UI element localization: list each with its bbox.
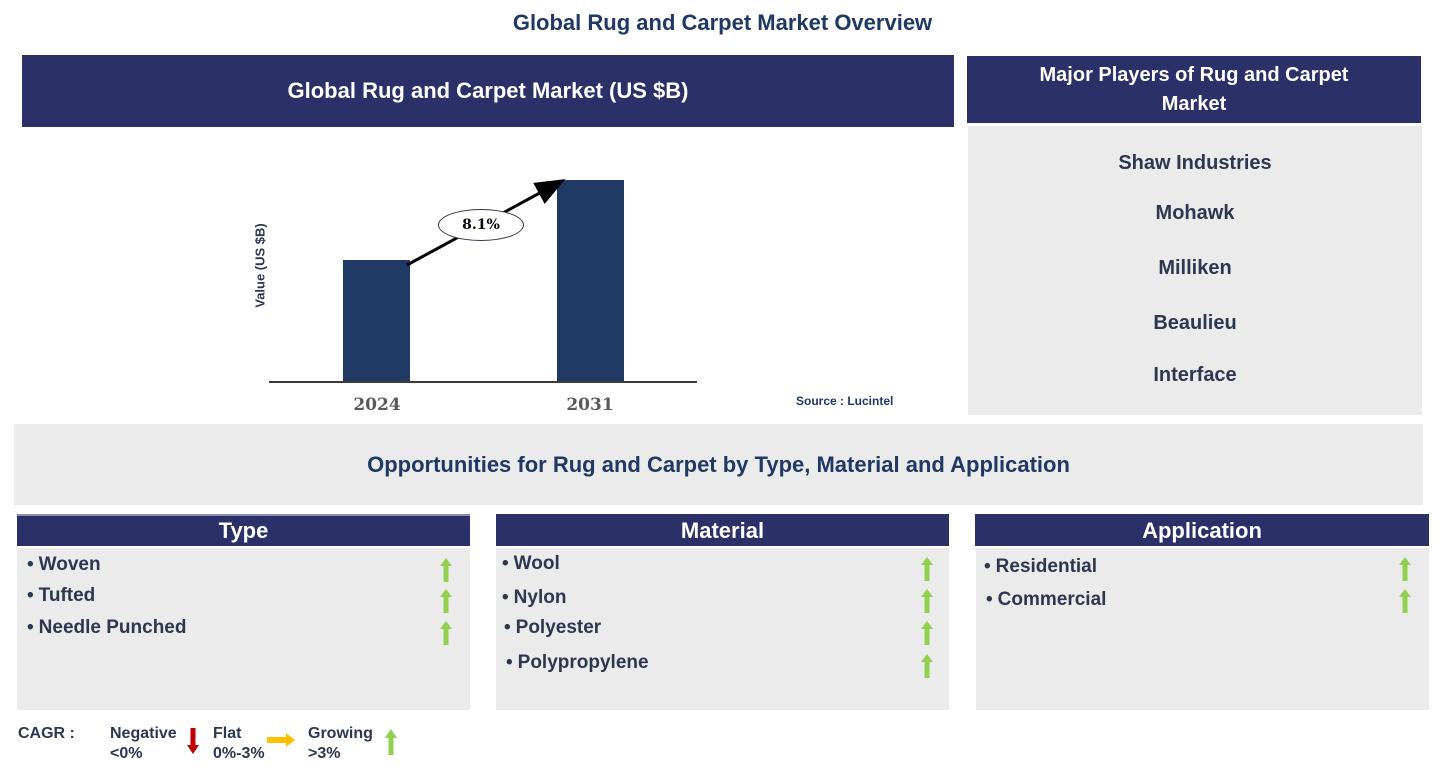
growth-up-arrow-icon (921, 557, 933, 581)
page-title: Global Rug and Carpet Market Overview (512, 10, 933, 35)
segment-header: Type (17, 514, 470, 546)
segment-material: Material •Wool •Nylon •Polyester •Polypr… (496, 514, 949, 710)
bar-2024 (343, 260, 410, 381)
segment-item: •Commercial (986, 589, 1107, 610)
player-item: Milliken (1158, 257, 1232, 279)
growth-up-arrow-icon (921, 621, 933, 645)
segment-item: •Nylon (502, 587, 567, 608)
x-tick-2031: 2031 (566, 395, 614, 415)
segment-item: •Polyester (504, 617, 602, 638)
source-note: Source : Lucintel (796, 394, 894, 408)
segment-body: •Wool •Nylon •Polyester •Polypropylene (496, 548, 949, 710)
segment-application: Application •Residential •Commercial (975, 514, 1429, 710)
growth-up-arrow-icon (440, 558, 452, 582)
player-item: Beaulieu (1153, 312, 1237, 334)
negative-down-arrow-icon (187, 728, 199, 754)
segment-item: •Polypropylene (506, 652, 649, 673)
x-axis-line (269, 381, 697, 383)
bar-2031 (557, 180, 624, 381)
flat-right-arrow-icon (267, 733, 295, 747)
player-item: Mohawk (1155, 202, 1235, 224)
growth-up-arrow-icon (440, 621, 452, 645)
legend-growing: Growing >3% (308, 725, 373, 762)
segment-item: •Woven (27, 554, 101, 575)
opportunities-banner: Opportunities for Rug and Carpet by Type… (14, 424, 1423, 505)
segment-header: Material (496, 514, 949, 546)
legend-label: CAGR : (18, 725, 75, 742)
segment-header: Application (975, 514, 1429, 546)
growth-up-arrow-icon (440, 589, 452, 613)
legend-negative: Negative <0% (110, 725, 177, 762)
growth-up-arrow-icon (921, 589, 933, 613)
player-item: Shaw Industries (1118, 152, 1272, 174)
x-tick-2024: 2024 (353, 395, 401, 415)
market-chart-header: Global Rug and Carpet Market (US $B) (22, 55, 954, 127)
growing-up-arrow-icon (385, 729, 397, 755)
segment-type: Type •Woven •Tufted •Needle Punched (17, 514, 470, 710)
major-players-list: Shaw Industries Mohawk Milliken Beaulieu… (968, 126, 1422, 415)
major-players-header: Major Players of Rug and Carpet Market (967, 56, 1421, 123)
segment-item: •Tufted (27, 585, 96, 606)
player-item: Interface (1153, 364, 1237, 386)
segment-body: •Woven •Tufted •Needle Punched (17, 548, 470, 710)
segment-item: •Wool (502, 553, 560, 574)
growth-up-arrow-icon (1399, 557, 1411, 581)
segment-item: •Needle Punched (27, 617, 187, 638)
growth-up-arrow-icon (1399, 589, 1411, 613)
segment-body: •Residential •Commercial (976, 548, 1429, 710)
legend-flat: Flat 0%-3% (213, 725, 265, 762)
growth-up-arrow-icon (921, 654, 933, 678)
segment-item: •Residential (984, 556, 1098, 577)
cagr-badge: 8.1% (438, 209, 524, 241)
